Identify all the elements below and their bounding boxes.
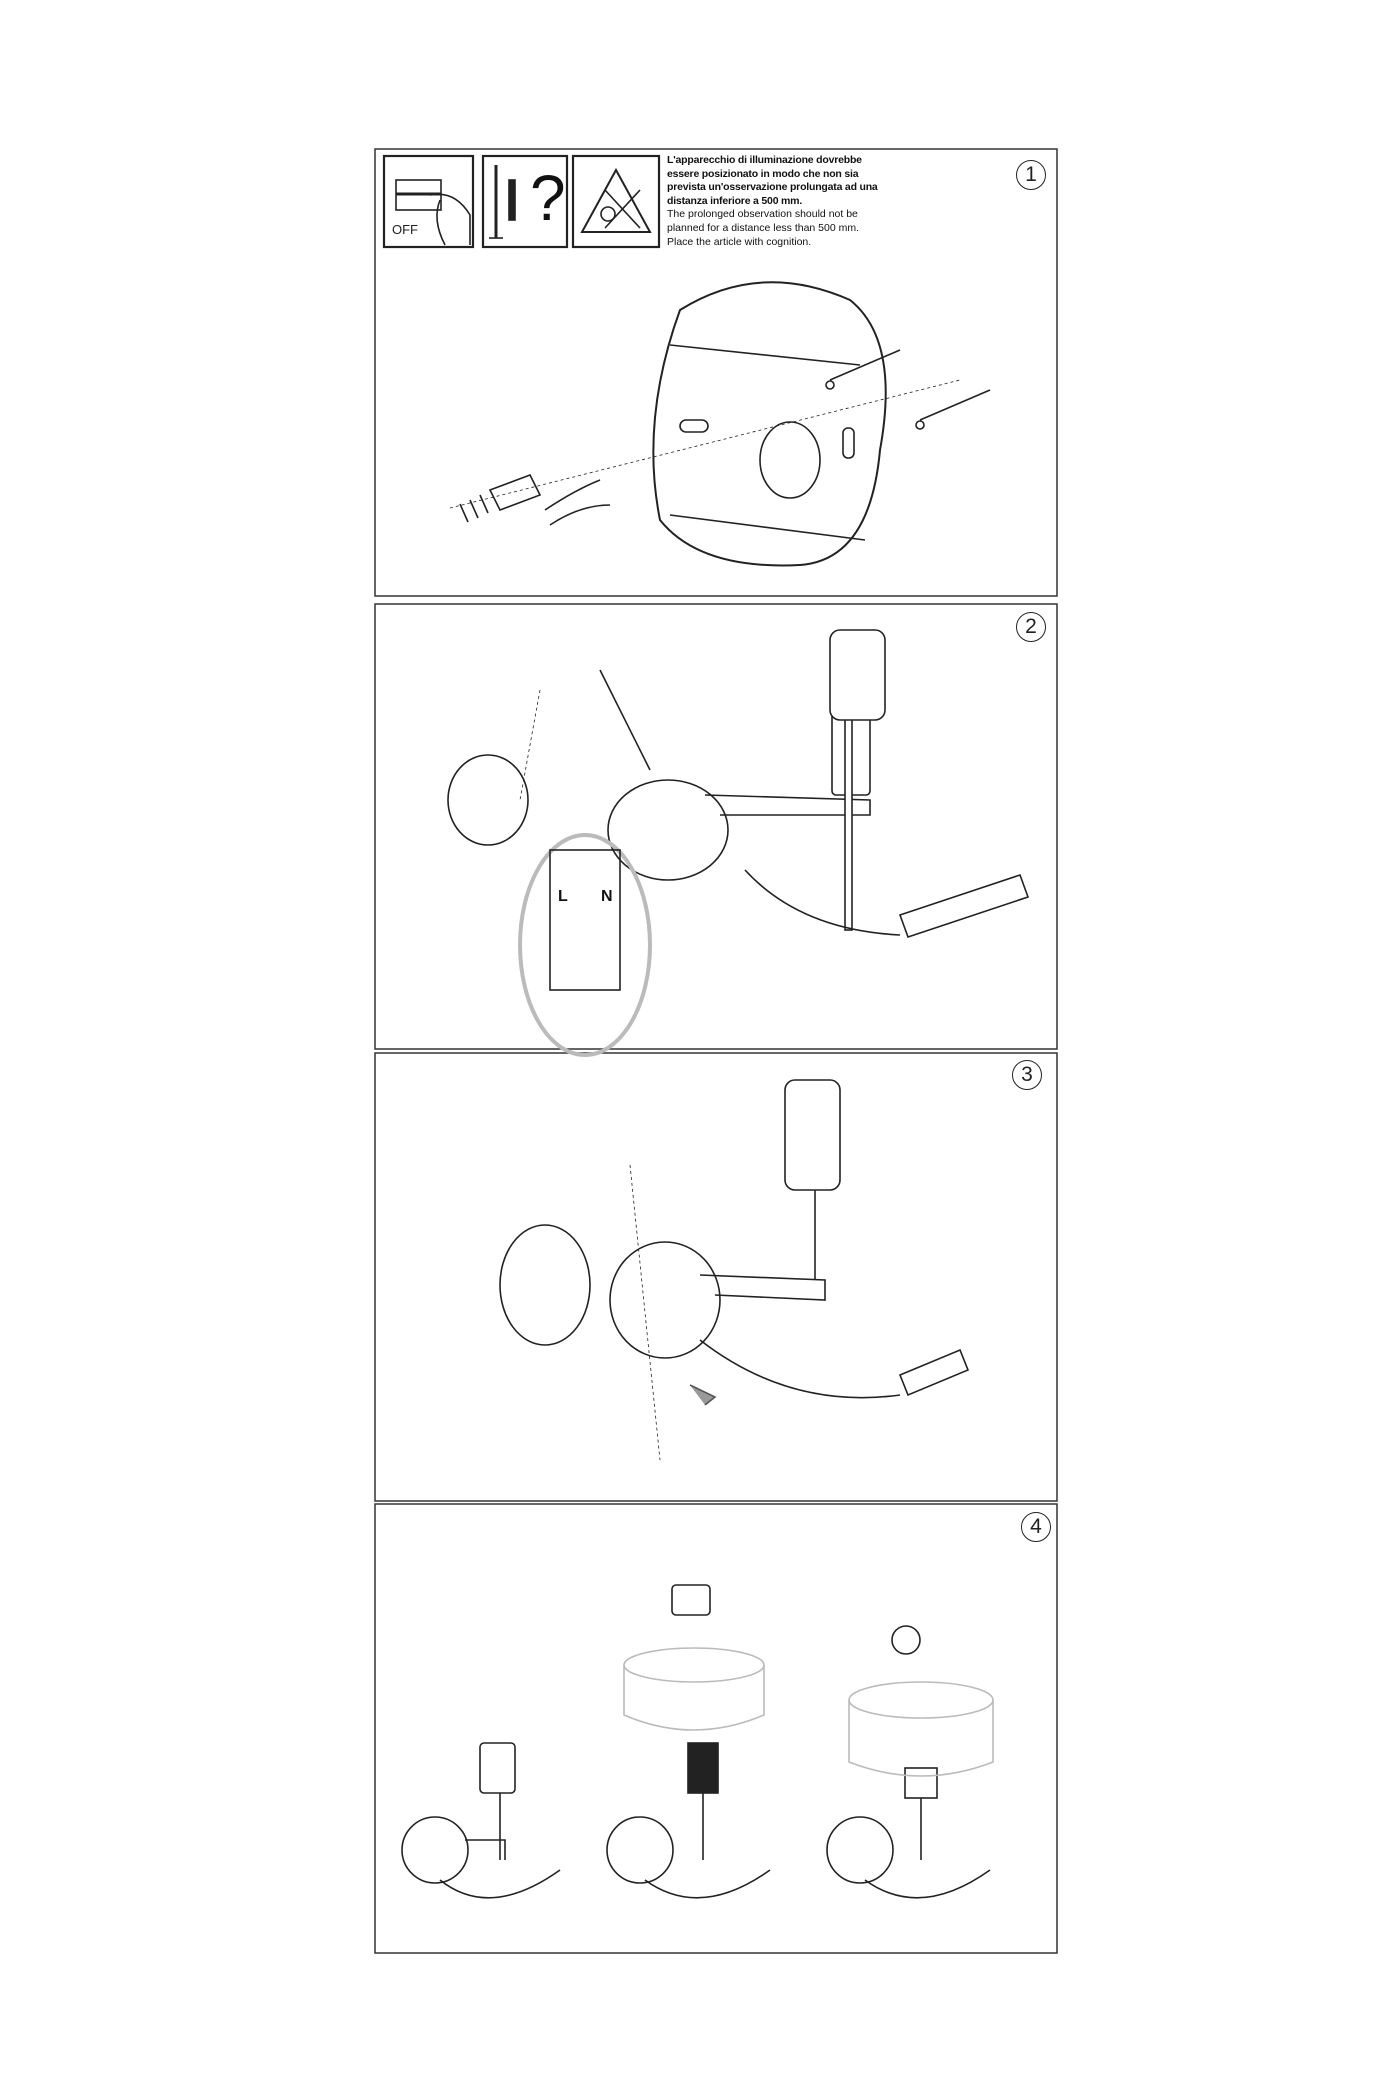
warning-italian-line: L'apparecchio di illuminazione dovrebbe xyxy=(667,154,862,166)
terminal-label-live: L xyxy=(558,888,568,905)
warning-english-line: Place the article with cognition. xyxy=(667,235,812,248)
lamp-variant-3 xyxy=(826,1625,994,1899)
mounting-lamp-drawing xyxy=(499,1079,970,1461)
warning-italian-line: essere posizionato in modo che non sia xyxy=(667,167,859,180)
wiring-lamp-drawing xyxy=(447,629,1030,1057)
warning-english-line: The prolonged observation should not be xyxy=(667,208,858,221)
shade-assembly-drawing xyxy=(401,1584,994,1899)
question-mark-icon: ? xyxy=(530,162,566,234)
warning-italian-line: prevista un'osservazione prolungata ad u… xyxy=(667,181,878,194)
off-label: OFF xyxy=(392,222,418,237)
step-number-1: 1 xyxy=(1016,160,1046,190)
warning-italian-line: distanza inferiore a 500 mm. xyxy=(667,194,803,207)
lamp-variant-1 xyxy=(401,1742,561,1899)
panel-frames xyxy=(374,148,1058,1954)
step-number-4: 4 xyxy=(1021,1512,1051,1542)
warning-english-line: planned for a distance less than 500 mm. xyxy=(667,221,860,234)
step-number-3: 3 xyxy=(1012,1060,1042,1090)
power-off-icon xyxy=(382,154,475,249)
eye-distance-warning-icon xyxy=(571,154,661,249)
warning-text: L'apparecchio di illuminazione dovrebbe … xyxy=(667,154,927,249)
wall-plate-drawing xyxy=(449,281,991,567)
screw-wallplug-icon xyxy=(481,154,569,249)
step-number-2: 2 xyxy=(1016,612,1046,642)
lamp-variant-2 xyxy=(606,1584,771,1899)
terminal-label-neutral: N xyxy=(601,888,613,905)
